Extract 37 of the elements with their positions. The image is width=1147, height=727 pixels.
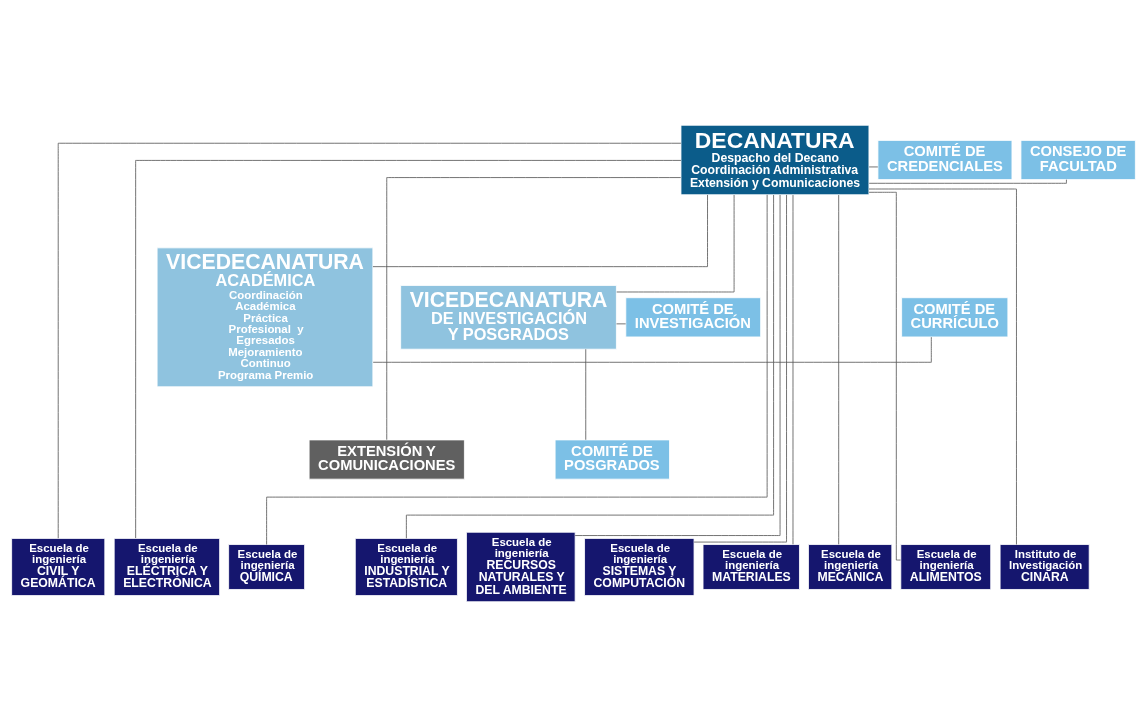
node-box: EXTENSIÓN Y COMUNICACIONES: [308, 439, 465, 480]
connector: [838, 194, 840, 545]
node-box: Instituto de Investigación CINARA: [999, 544, 1090, 590]
node-box: VICEDECANATURA ACADÉMICA Coordinación Académica Práctica Profesional y Egresados Mejoramiento Continuo Programa Premio: [156, 247, 374, 388]
connector: [266, 194, 768, 545]
node-box: Escuela de ingeniería ELÉCTRICA Y ELECTRÓNICA: [113, 538, 221, 596]
connector: [585, 348, 587, 441]
node-box: Escuela de ingeniería RECURSOS NATURALES Y DEL AMBIENTE: [466, 531, 576, 603]
connector: [405, 194, 774, 539]
node-box: COMITÉ DE INVESTIGACIÓN: [625, 297, 762, 338]
node-box: Escuela de ingeniería QUÍMICA: [228, 544, 306, 590]
node-box: DECANATURA Despacho del Decano Coordinación Administrativa Extensión y Comunicaciones: [680, 124, 870, 196]
node-box: COMITÉ DE CURRÍCULO: [901, 297, 1009, 338]
connector: [386, 177, 682, 441]
node-box: Escuela de ingeniería INDUSTRIAL Y ESTADÍSTICA: [354, 538, 458, 596]
node-box: VICEDECANATURA DE INVESTIGACIÓN Y POSGRADOS: [400, 285, 617, 350]
node-box: Escuela de ingeniería MATERIALES: [702, 544, 800, 590]
node-box: Escuela de ingeniería SISTEMAS Y COMPUTACIÓN: [584, 538, 695, 596]
connector: [868, 179, 1067, 184]
node-box: COMITÉ DE POSGRADOS: [554, 439, 670, 480]
connector: [574, 194, 781, 536]
connector: [616, 323, 627, 325]
node-box: Escuela de ingeniería MECÁNICA: [808, 544, 893, 590]
node-box: CONSEJO DE FACULTAD: [1020, 140, 1136, 181]
connector: [792, 194, 794, 545]
connector: [693, 194, 787, 543]
connector: [135, 160, 682, 539]
node-box: Escuela de ingeniería CIVIL Y GEOMÁTICA: [11, 538, 106, 596]
connector: [868, 166, 879, 168]
connector: [868, 188, 1017, 545]
connector: [57, 142, 682, 539]
node-box: Escuela de ingeniería ALIMENTOS: [900, 544, 992, 590]
connector: [616, 194, 735, 293]
connector: [372, 336, 932, 363]
connector: [372, 194, 708, 268]
connector: [868, 191, 901, 561]
node-box: COMITÉ DE CREDENCIALES: [877, 140, 1013, 181]
